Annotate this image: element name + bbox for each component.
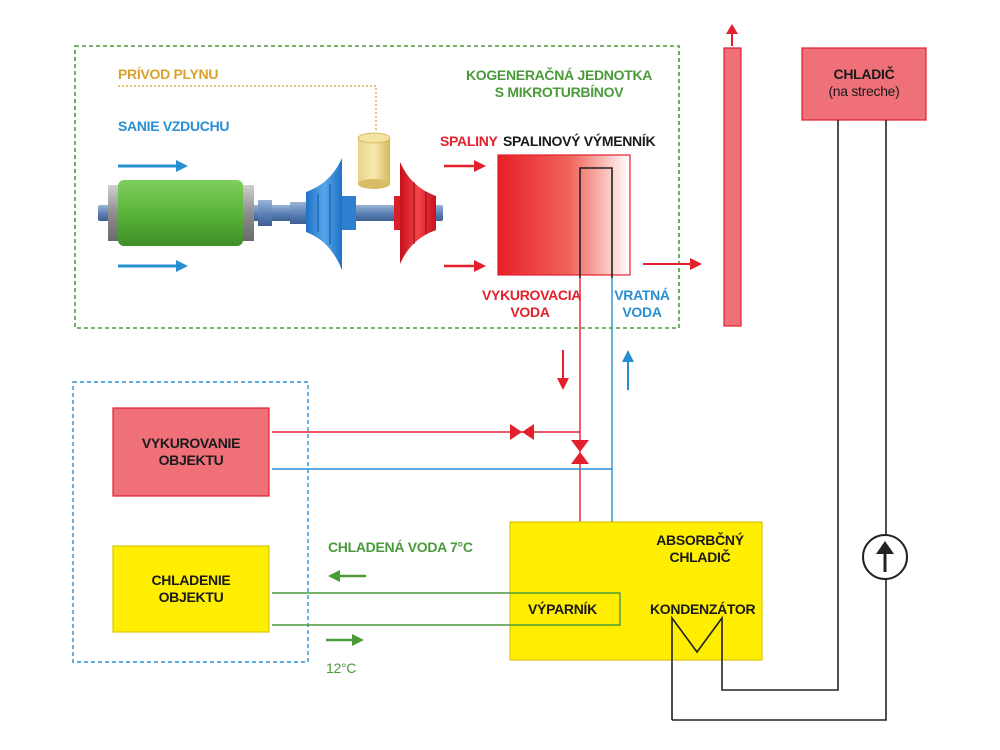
chilled-water-loop bbox=[272, 592, 621, 626]
exchanger-coil bbox=[579, 167, 613, 278]
shaft-coupling bbox=[290, 202, 306, 224]
building-cooling-label: CHLADENIE OBJEKTU bbox=[113, 572, 269, 606]
building-cooling-box bbox=[112, 545, 270, 633]
air-intake-label: SANIE VZDUCHU bbox=[118, 118, 230, 134]
building-heating-line2: OBJEKTU bbox=[158, 452, 224, 468]
absorption-chiller-line1: ABSORBČNÝ bbox=[656, 532, 744, 548]
flue-gas-exchanger-label: SPALINOVÝ VÝMENNÍK bbox=[503, 133, 656, 149]
building-cooling-line2: OBJEKTU bbox=[158, 589, 224, 605]
absorption-chiller-label: ABSORBČNÝ CHLADIČ bbox=[640, 532, 760, 566]
cogeneration-title-line2: S MIKROTURBÍNOV bbox=[494, 84, 624, 100]
flue-gas-arrow-icon bbox=[444, 260, 486, 272]
return-water-line2: VODA bbox=[622, 304, 662, 320]
chilled-water-label: CHLADENÁ VODA 7°C bbox=[328, 539, 473, 555]
roof-cooler-line2: (na streche) bbox=[828, 83, 900, 99]
chilled-water-out-arrow-icon bbox=[328, 570, 366, 582]
compressor-icon bbox=[306, 158, 356, 270]
valve-icon bbox=[571, 440, 589, 464]
return-water-up-arrow-icon bbox=[622, 350, 634, 390]
chimney-exhaust-arrow-icon bbox=[726, 24, 738, 46]
shaft-coupling bbox=[258, 200, 272, 226]
gas-supply-line bbox=[118, 85, 377, 132]
heating-water-label: VYKUROVACIA VODA bbox=[482, 287, 582, 321]
building-heating-line1: VYKUROVANIE bbox=[141, 435, 241, 451]
roof-cooler-label: CHLADIČ (na streche) bbox=[802, 66, 926, 100]
generator-icon bbox=[108, 180, 254, 246]
condenser-return-line bbox=[672, 580, 887, 721]
cogeneration-title-line1: KOGENERAČNÁ JEDNOTKA bbox=[465, 67, 653, 83]
chimney bbox=[723, 47, 742, 327]
building-heating-label: VYKUROVANIE OBJEKTU bbox=[113, 435, 269, 469]
air-intake-arrow-icon bbox=[118, 160, 188, 172]
roof-cooler-line1: CHLADIČ bbox=[833, 66, 895, 82]
building-frame bbox=[72, 381, 309, 663]
evaporator-label: VÝPARNÍK bbox=[528, 601, 597, 617]
roof-cooler-box bbox=[801, 47, 927, 121]
return-water-line1: VRATNÁ bbox=[614, 287, 670, 303]
return-water-label: VRATNÁ VODA bbox=[614, 287, 670, 321]
return-temperature-label: 12°C bbox=[326, 660, 357, 676]
heating-water-line1: VYKUROVACIA bbox=[482, 287, 582, 303]
cogeneration-frame bbox=[74, 45, 680, 329]
absorption-chiller-box bbox=[509, 521, 763, 661]
gas-supply-label: PRÍVOD PLYNU bbox=[118, 66, 219, 82]
exhaust-arrow-icon bbox=[643, 258, 702, 270]
flue-gas-arrow-icon bbox=[444, 160, 486, 172]
turbine-icon bbox=[394, 162, 436, 264]
flue-gas-heat-exchanger bbox=[497, 154, 631, 276]
hot-water-down-arrow-icon bbox=[557, 350, 569, 390]
chilled-water-return-arrow-icon bbox=[326, 634, 364, 646]
building-heating-box bbox=[112, 407, 270, 497]
cogeneration-unit-title: KOGENERAČNÁ JEDNOTKA S MIKROTURBÍNOV bbox=[448, 67, 670, 101]
absorption-chiller-line2: CHLADIČ bbox=[669, 549, 731, 565]
condenser-coil bbox=[671, 120, 839, 720]
pump-icon bbox=[862, 534, 908, 580]
building-cooling-line1: CHLADENIE bbox=[151, 572, 231, 588]
heating-water-line2: VODA bbox=[510, 304, 550, 320]
condenser-label: KONDENZÁTOR bbox=[650, 601, 756, 617]
air-intake-arrow-icon bbox=[118, 260, 188, 272]
combustor-icon bbox=[357, 132, 391, 189]
flue-gas-label: SPALINY bbox=[440, 133, 498, 149]
valve-icon bbox=[510, 424, 534, 440]
